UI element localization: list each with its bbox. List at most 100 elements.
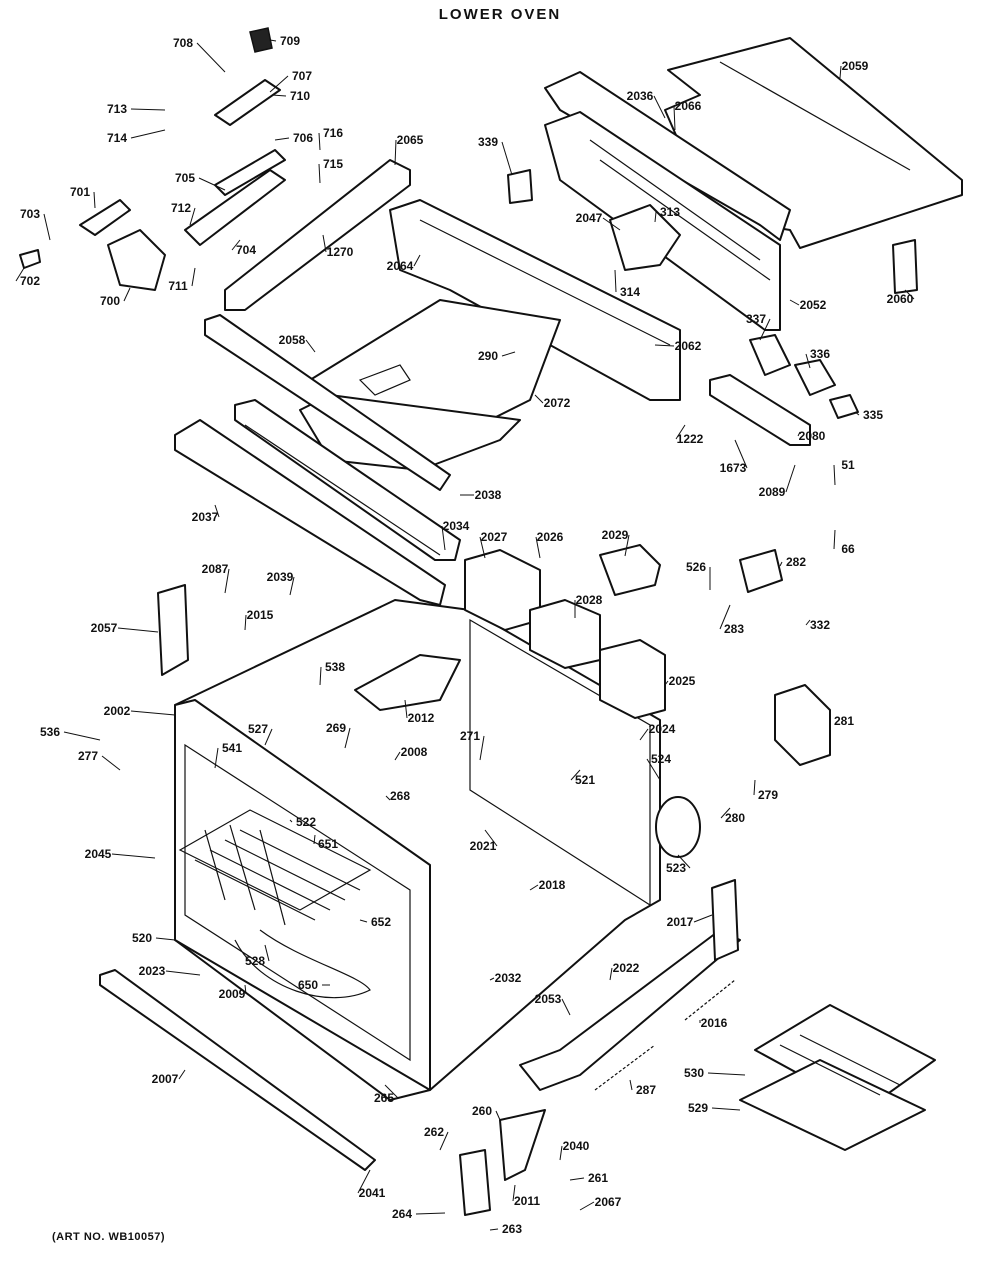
part-callout-label: 707	[292, 69, 312, 83]
part-callout-label: 268	[390, 789, 410, 803]
leader-line	[344, 727, 351, 749]
leader-line	[359, 919, 368, 923]
knob-702	[19, 249, 41, 269]
leader-line	[711, 1107, 741, 1111]
part-callout-label: 337	[746, 312, 766, 326]
leader-line	[189, 207, 196, 226]
leader-line	[570, 769, 581, 781]
part-callout-label: 2007	[152, 1072, 179, 1086]
leader-line	[653, 95, 666, 119]
leader-line	[579, 1201, 595, 1211]
hinge-spring	[684, 979, 736, 1021]
leader-line	[93, 191, 96, 209]
part-callout-label: 713	[107, 102, 127, 116]
part-callout-label: 277	[78, 749, 98, 763]
leader-line	[534, 394, 544, 404]
leader-line	[43, 213, 51, 241]
leader-line	[677, 854, 691, 869]
part-callout-label: 710	[290, 89, 310, 103]
side-rail	[204, 314, 451, 491]
part-callout-label: 1270	[327, 245, 354, 259]
leader-line	[322, 234, 327, 253]
bracket-701	[79, 199, 131, 236]
part-callout-label: 280	[725, 811, 745, 825]
part-callout-label: 650	[298, 978, 318, 992]
oven-front-frame	[174, 699, 431, 1091]
terminal-bracket	[709, 374, 811, 446]
broiler-pan	[739, 1059, 926, 1151]
vent-duct-2025	[599, 639, 666, 719]
knob-709	[249, 27, 273, 53]
part-callout-label: 2053	[535, 992, 562, 1006]
part-callout-label: 2016	[701, 1016, 728, 1030]
part-callout-label: 313	[660, 205, 680, 219]
part-callout-label: 51	[841, 458, 855, 472]
leader-line	[720, 807, 731, 819]
leader-line	[805, 619, 811, 626]
part-callout-label: 2021	[470, 839, 497, 853]
leader-line	[271, 94, 287, 97]
leader-line	[753, 779, 756, 796]
leader-line	[319, 666, 322, 686]
part-callout-label: 652	[371, 915, 391, 929]
motor-313	[609, 204, 681, 271]
leader-line	[609, 967, 613, 981]
leader-line	[629, 1079, 633, 1091]
leader-line	[479, 735, 485, 761]
vent-grille	[234, 399, 461, 561]
part-callout-label: 521	[575, 773, 595, 787]
leader-line	[15, 267, 25, 282]
leader-line	[269, 75, 289, 93]
part-callout-label: 522	[296, 815, 316, 829]
front-trim-bar	[99, 969, 376, 1171]
part-callout-label: 2027	[481, 530, 508, 544]
leader-line	[501, 351, 516, 357]
part-callout-label: 2025	[669, 674, 696, 688]
leader-line	[602, 217, 621, 231]
leader-line	[269, 39, 277, 42]
part-callout-label: 2064	[387, 259, 414, 273]
leader-line	[512, 1184, 516, 1202]
leader-line	[394, 139, 397, 166]
part-callout-label: 279	[758, 788, 778, 802]
part-callout-label: 2047	[576, 211, 603, 225]
pad-339	[507, 169, 533, 204]
oven-rack	[178, 809, 372, 926]
leader-line	[707, 1072, 746, 1076]
part-callout-label: 527	[248, 722, 268, 736]
diagram-title: LOWER OVEN	[438, 6, 562, 23]
leader-line	[529, 884, 539, 891]
leader-line	[289, 576, 295, 596]
part-callout-label: 528	[245, 954, 265, 968]
leader-line	[839, 65, 842, 79]
leader-line	[614, 269, 617, 293]
part-callout-label: 2018	[539, 878, 566, 892]
leader-line	[854, 411, 860, 416]
part-callout-label: 281	[834, 714, 854, 728]
part-callout-label: 524	[651, 752, 671, 766]
leader-line	[196, 42, 226, 73]
part-callout-label: 715	[323, 157, 343, 171]
door-hinge	[499, 1109, 546, 1181]
part-callout-label: 2058	[279, 333, 306, 347]
part-callout-label: 269	[326, 721, 346, 735]
leader-line	[318, 163, 321, 184]
leader-line	[559, 1145, 563, 1161]
leader-line	[384, 1084, 399, 1099]
part-callout-label: 335	[863, 408, 883, 422]
leader-line	[198, 177, 226, 191]
part-callout-label: 716	[323, 126, 343, 140]
leader-line	[495, 1110, 501, 1121]
part-callout-label: 2087	[202, 562, 229, 576]
part-callout-label: 520	[132, 931, 152, 945]
upper-back-frame	[544, 71, 791, 241]
leader-line	[535, 536, 541, 559]
leader-line	[415, 1212, 446, 1215]
part-callout-label: 265	[374, 1091, 394, 1105]
part-callout-label: 523	[666, 861, 686, 875]
vent-cover-2029	[599, 544, 661, 596]
leader-line	[101, 755, 121, 771]
leader-line	[693, 914, 713, 923]
leader-line	[441, 525, 446, 551]
leader-lines	[15, 39, 915, 1231]
